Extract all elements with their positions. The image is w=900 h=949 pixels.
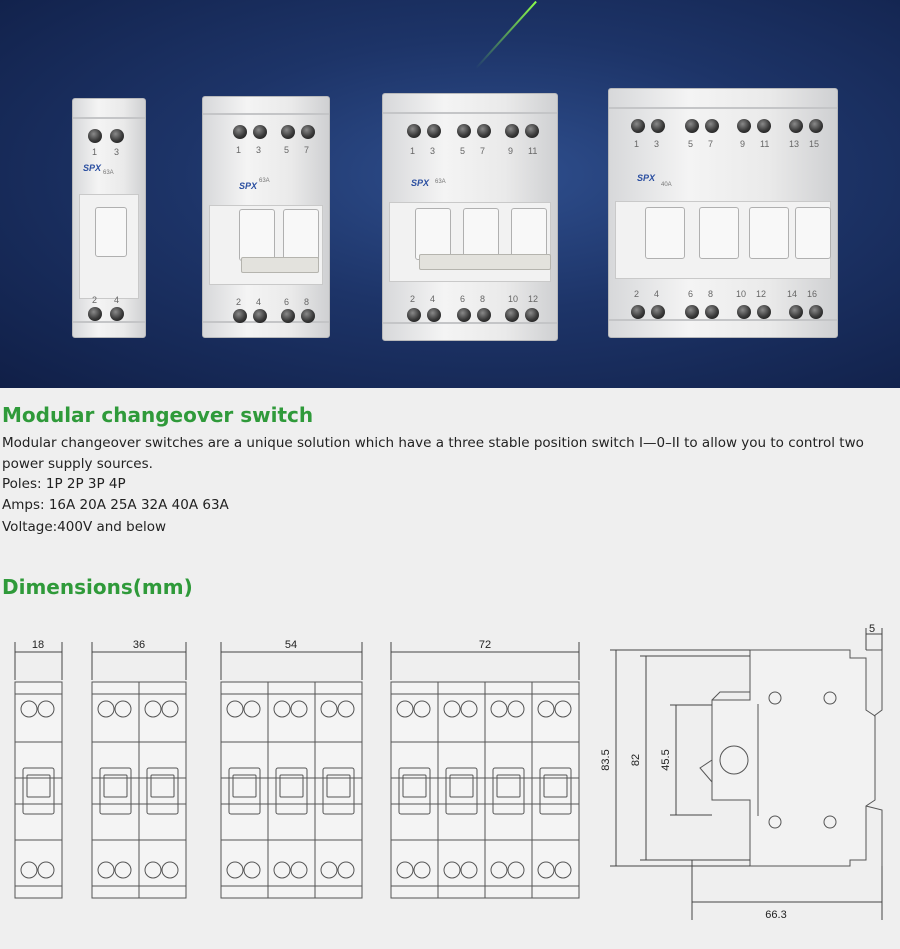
width-1p: 18 — [32, 639, 44, 651]
product-1p-switch: 1 3 SPX 63A 2 4 — [72, 98, 146, 338]
dim-height-total: 83.5 — [600, 749, 612, 770]
product-3p-switch: 1 3 5 7 9 11 SPX 63A 2 4 6 8 10 12 — [382, 93, 558, 341]
brand-logo: SPX — [83, 163, 102, 173]
side-view — [699, 649, 883, 867]
product-title: Modular changeover switch — [2, 403, 314, 427]
product-description: Modular changeover switches are a unique… — [2, 435, 864, 472]
product-hero-image: 1 3 SPX 63A 2 4 1 3 5 7 SPX 63A 2 4 6 8 — [0, 0, 900, 388]
product-4p-switch: 1 3 5 7 9 11 13 15 SPX 40A 2 4 6 8 10 12… — [608, 88, 838, 338]
width-4p: 72 — [479, 639, 491, 651]
amps-spec: Amps: 16A 20A 25A 32A 40A 63A — [2, 497, 229, 513]
width-2p: 36 — [133, 639, 145, 651]
dimensions-drawing: 18 36 54 72 5 83.5 82 45.5 66.3 — [14, 623, 883, 920]
dim-depth: 66.3 — [765, 909, 786, 920]
product-2p-switch: 1 3 5 7 SPX 63A 2 4 6 8 — [202, 96, 330, 338]
voltage-spec: Voltage:400V and below — [2, 519, 167, 535]
dim-offset: 5 — [869, 623, 875, 635]
dim-height-body: 82 — [630, 754, 642, 766]
dimensions-title: Dimensions(mm) — [2, 575, 193, 599]
dim-height-front: 45.5 — [660, 749, 672, 770]
poles-spec: Poles: 1P 2P 3P 4P — [2, 476, 126, 492]
light-streak — [475, 0, 537, 70]
width-3p: 54 — [285, 639, 297, 651]
